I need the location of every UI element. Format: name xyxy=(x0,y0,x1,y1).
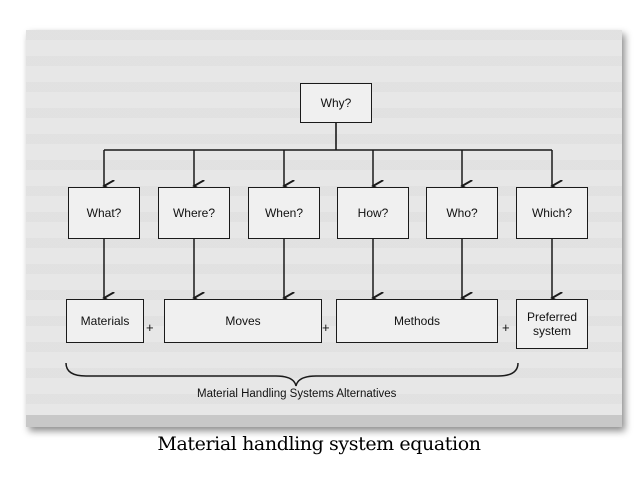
where-box: Where? xyxy=(158,187,230,239)
bracket-label: Material Handling Systems Alternatives xyxy=(197,388,397,400)
which-box: Which? xyxy=(516,187,588,239)
plus-operator: + xyxy=(322,320,330,335)
who-box: Who? xyxy=(426,187,498,239)
what-box: What? xyxy=(68,187,140,239)
moves-box: Moves xyxy=(164,299,322,343)
methods-box: Methods xyxy=(336,299,498,343)
figure-caption: Material handling system equation xyxy=(157,433,481,455)
materials-box: Materials xyxy=(66,299,144,343)
diagram-frame: Why? What? Where? When? How? Who? Which?… xyxy=(26,30,622,427)
how-box: How? xyxy=(337,187,409,239)
plus-operator: + xyxy=(502,320,510,335)
preferred-system-box: Preferred system xyxy=(516,299,588,349)
plus-operator: + xyxy=(146,320,154,335)
when-box: When? xyxy=(248,187,320,239)
why-box: Why? xyxy=(300,83,372,123)
alternatives-bracket xyxy=(65,362,519,387)
connector-lines xyxy=(65,123,622,387)
